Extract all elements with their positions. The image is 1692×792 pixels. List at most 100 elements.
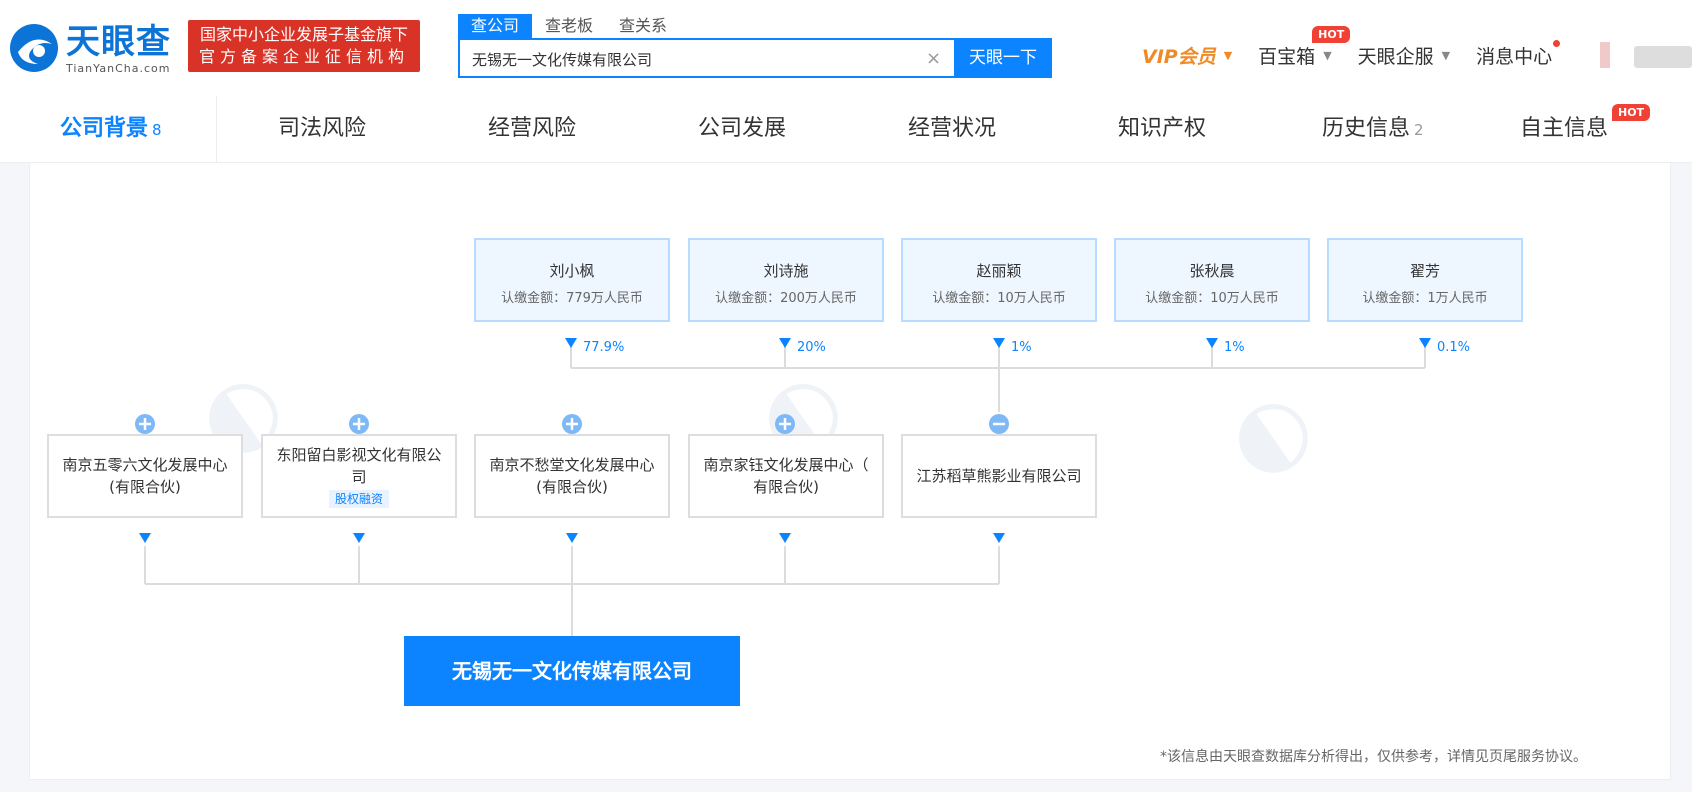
arrow-down-icon	[993, 533, 1005, 543]
shareholder-amount: 认缴金额：10万人民币	[932, 291, 1066, 306]
tab-operation-risk[interactable]: 经营风险	[488, 96, 576, 162]
arrow-down-icon	[1419, 338, 1431, 348]
caret-down-icon: ▼	[1223, 48, 1233, 62]
share-percentage: 77.9%	[583, 340, 625, 355]
investment-node[interactable]: 江苏稻草熊影业有限公司	[901, 434, 1097, 518]
investment-name-line1: 南京家钰文化发展中心（	[703, 456, 869, 474]
tab-label: 公司背景	[60, 116, 149, 141]
disclaimer-note: *该信息由天眼查数据库分析得出，仅供参考，详情见页尾服务协议。	[1160, 749, 1587, 765]
shareholder-name: 赵丽颖	[976, 262, 1022, 280]
shareholder-name: 张秋晨	[1189, 262, 1235, 280]
investment-name-line1: 东阳留白影视文化有限公	[276, 446, 442, 464]
tab-label: 司法风险	[278, 116, 367, 141]
tab-label: 自主信息	[1520, 116, 1609, 141]
search-input[interactable]	[470, 40, 954, 78]
investment-node[interactable]: 南京家钰文化发展中心（ 有限合伙)	[688, 434, 884, 518]
caret-down-icon: ▼	[1323, 48, 1332, 62]
share-percentage: 1%	[1011, 340, 1032, 355]
search-tab-company[interactable]: 查公司	[458, 14, 533, 40]
tianyancha-logo[interactable]: 天眼查 TianYanCha.com	[8, 22, 178, 75]
shareholder-amount: 认缴金额：1万人民币	[1362, 291, 1488, 306]
shareholder-name: 翟芳	[1409, 262, 1440, 280]
top-header: 天眼查 TianYanCha.com 国家中小企业发展子基金旗下 官方备案企业征…	[0, 0, 1692, 96]
investment-node[interactable]: 南京五零六文化发展中心 (有限合伙)	[47, 434, 243, 518]
baibaoxiang-label: 百宝箱	[1258, 45, 1316, 68]
tab-divider	[216, 96, 217, 162]
shareholder-amount: 认缴金额：200万人民币	[715, 291, 857, 306]
investment-name-line1: 江苏稻草熊影业有限公司	[916, 467, 1082, 485]
search-type-tabs: 查公司 查老板 查关系	[458, 14, 680, 40]
tab-count: 8	[152, 121, 162, 139]
badge-line-2: 官方备案企业征信机构	[198, 47, 409, 66]
caret-down-icon: ▼	[1441, 48, 1451, 62]
official-badge: 国家中小企业发展子基金旗下 官方备案企业征信机构	[188, 20, 420, 72]
tab-label: 公司发展	[698, 116, 787, 141]
qifu-menu[interactable]: 天眼企服 ▼	[1358, 42, 1450, 69]
header-nav: VIP会员 ▼ 百宝箱 ▼ HOT 天眼企服 ▼ 消息中心	[1142, 25, 1578, 70]
tab-label: 经营状况	[908, 116, 997, 141]
share-percentage: 20%	[797, 340, 826, 355]
arrow-down-icon	[1206, 338, 1218, 348]
investment-name-line2: 有限合伙)	[753, 478, 819, 496]
shareholder-node[interactable]: 翟芳 认缴金额：1万人民币	[1327, 238, 1523, 322]
tab-label: 经营风险	[488, 116, 577, 141]
arrow-down-icon	[993, 338, 1005, 348]
clear-icon[interactable]: ×	[926, 48, 942, 69]
target-company-node[interactable]: 无锡无一文化传媒有限公司	[404, 636, 740, 706]
search-tab-boss[interactable]: 查老板	[545, 16, 594, 35]
shareholder-name: 刘小枫	[549, 262, 595, 280]
shareholder-node[interactable]: 张秋晨 认缴金额：10万人民币	[1114, 238, 1310, 322]
share-percentage: 1%	[1224, 340, 1245, 355]
message-center-label: 消息中心	[1476, 45, 1553, 68]
investment-node[interactable]: 南京不愁堂文化发展中心 (有限合伙)	[474, 434, 670, 518]
qifu-label: 天眼企服	[1357, 45, 1434, 68]
equity-financing-tag[interactable]: 股权融资	[328, 490, 389, 508]
message-center[interactable]: 消息中心	[1476, 39, 1561, 69]
user-name-blurred[interactable]	[1634, 46, 1692, 68]
hot-badge: HOT	[1312, 25, 1351, 43]
tab-count: 2	[1414, 121, 1424, 139]
arrow-down-icon	[779, 338, 791, 348]
arrow-down-icon	[779, 533, 791, 543]
vip-label: VIP会员	[1142, 45, 1216, 68]
arrow-down-icon	[565, 338, 577, 348]
tab-company-development[interactable]: 公司发展	[698, 96, 786, 162]
shareholder-node[interactable]: 赵丽颖 认缴金额：10万人民币	[901, 238, 1097, 322]
investment-name-line1: 南京不愁堂文化发展中心	[489, 456, 655, 474]
investment-node[interactable]: 东阳留白影视文化有限公 司 股权融资	[261, 434, 457, 518]
logo-eye-icon	[10, 24, 58, 72]
share-percentage: 0.1%	[1437, 340, 1471, 355]
arrow-down-icon	[566, 533, 578, 543]
shareholder-node[interactable]: 刘小枫 认缴金额：779万人民币	[474, 238, 670, 322]
search-box: × 天眼一下	[458, 38, 1052, 78]
logo-subtitle: TianYanCha.com	[66, 62, 171, 75]
shareholder-amount: 认缴金额：10万人民币	[1145, 291, 1279, 306]
unread-dot-icon	[1553, 39, 1561, 47]
hot-badge: HOT	[1612, 104, 1651, 121]
tab-intellectual-property[interactable]: 知识产权	[1118, 96, 1206, 162]
shareholder-node[interactable]: 刘诗施 认缴金额：200万人民币	[688, 238, 884, 322]
baibaoxiang-menu[interactable]: 百宝箱 ▼ HOT	[1258, 25, 1351, 69]
investment-name-line2: 司	[351, 468, 367, 486]
search-tab-relation[interactable]: 查关系	[619, 16, 668, 35]
investment-name-line1: 南京五零六文化发展中心	[62, 456, 228, 474]
tab-self-info[interactable]: 自主信息	[1520, 96, 1608, 162]
vip-member-menu[interactable]: VIP会员 ▼	[1142, 42, 1232, 69]
tab-label: 知识产权	[1118, 116, 1207, 141]
shareholder-amount: 认缴金额：779万人民币	[501, 291, 643, 306]
search-button[interactable]: 天眼一下	[954, 38, 1052, 78]
investment-name-line2: (有限合伙)	[109, 478, 181, 496]
tab-operation-status[interactable]: 经营状况	[908, 96, 996, 162]
investment-name-line2: (有限合伙)	[536, 478, 608, 496]
arrow-down-icon	[139, 533, 151, 543]
tab-judicial-risk[interactable]: 司法风险	[278, 96, 366, 162]
shareholder-name: 刘诗施	[763, 262, 809, 280]
avatar[interactable]	[1600, 42, 1610, 68]
tab-label: 历史信息	[1322, 116, 1411, 141]
logo-text: 天眼查	[66, 22, 171, 62]
badge-line-1: 国家中小企业发展子基金旗下	[199, 25, 408, 44]
arrow-down-icon	[353, 533, 365, 543]
